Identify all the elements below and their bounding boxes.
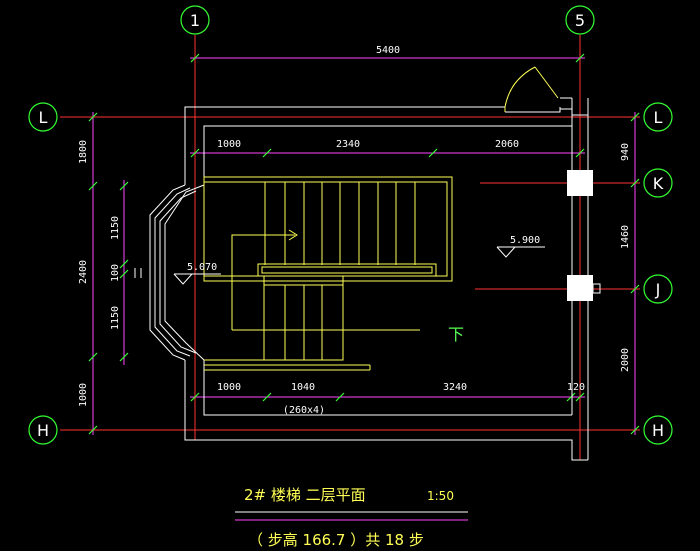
level-right: 5.900 — [510, 235, 540, 246]
wall-bottom-outer — [184, 360, 588, 461]
dimension-texts: 5400 1000 2340 2060 1000 1040 3240 120 (… — [78, 45, 631, 416]
dim-top-2: 2340 — [336, 139, 360, 150]
dim-right-1: 940 — [620, 143, 631, 161]
stair — [203, 176, 453, 371]
door — [504, 66, 559, 112]
door-swing-arc — [504, 66, 536, 108]
columns — [567, 170, 601, 301]
dim-bottom-4: 120 — [567, 382, 585, 393]
dimension-ticks — [88, 53, 640, 435]
dimension-lines — [92, 57, 636, 521]
wall-top-outer — [184, 106, 505, 185]
axis-lines — [60, 35, 640, 460]
grid-label-J: J — [655, 280, 661, 299]
grid-bubble-H-right — [643, 415, 673, 445]
grid-label-H-right: H — [652, 421, 664, 440]
grid-bubble-L-right — [643, 102, 673, 132]
grid-bubble-L-left — [28, 102, 58, 132]
wall-top-inner — [203, 109, 573, 185]
grid-label-1: 1 — [190, 11, 200, 30]
grid-bubbles — [28, 5, 673, 445]
dim-bottom-1: 1000 — [217, 382, 241, 393]
wall-bottom-inner — [203, 360, 572, 416]
dim-top-1: 1000 — [217, 139, 241, 150]
drawing-title: 2# 楼梯 二层平面 — [244, 486, 366, 504]
dim-top-3: 2060 — [495, 139, 519, 150]
column-K — [567, 170, 593, 196]
dim-inner-2: 100 — [110, 264, 121, 282]
level-left: 5.070 — [187, 262, 217, 273]
drawing-scale: 1:50 — [427, 489, 454, 503]
grid-labels: 1 5 L L K J H H — [37, 11, 664, 440]
dim-right-3: 2000 — [620, 348, 631, 372]
level-markers — [173, 246, 545, 285]
down-label: 下 — [448, 325, 464, 344]
dim-inner-3: 1150 — [110, 306, 121, 330]
dim-left-1: 1800 — [78, 140, 89, 164]
grid-label-H-left: H — [37, 421, 49, 440]
walking-line — [231, 234, 295, 330]
grid-bubble-5 — [565, 5, 595, 35]
dim-bottom-note: (260x4) — [283, 405, 325, 416]
stair-handrail — [257, 263, 437, 277]
dim-bottom-3: 3240 — [443, 382, 467, 393]
step-note: （ 步高 166.7 ）共 18 步 — [248, 531, 424, 549]
dim-overall-width: 5400 — [376, 45, 400, 56]
grid-label-5: 5 — [575, 11, 585, 30]
grid-bubble-K — [643, 168, 673, 198]
walls — [134, 97, 589, 461]
dim-left-2: 2400 — [78, 260, 89, 284]
bay-window-outer — [149, 184, 186, 361]
dim-right-2: 1460 — [620, 225, 631, 249]
grid-label-L-left: L — [39, 108, 48, 127]
grid-bubble-1 — [180, 5, 210, 35]
dim-inner-1: 1150 — [110, 216, 121, 240]
grid-bubble-J — [643, 274, 673, 304]
grid-bubble-H-left — [28, 415, 58, 445]
dim-left-3: 1000 — [78, 383, 89, 407]
grid-label-L-right: L — [654, 108, 663, 127]
grid-label-K: K — [653, 174, 664, 193]
dim-bottom-2: 1040 — [291, 382, 315, 393]
column-J — [567, 275, 593, 301]
